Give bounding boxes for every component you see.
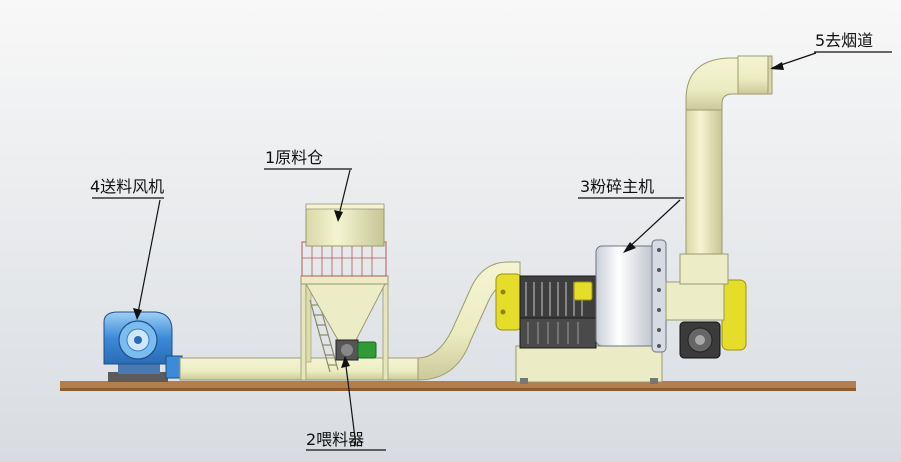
label-blower: 4送料风机 bbox=[90, 177, 165, 196]
feeder bbox=[335, 339, 377, 361]
label-silo: 1原料仓 bbox=[265, 148, 324, 167]
flue-pipe bbox=[679, 55, 773, 285]
label-flue: 5去烟道 bbox=[815, 31, 874, 50]
label-feeder: 2喂料器 bbox=[306, 430, 365, 449]
feed-blower bbox=[103, 311, 183, 382]
leader-arrowheads bbox=[133, 62, 784, 368]
feed-pipe bbox=[179, 261, 521, 381]
crusher-main-unit bbox=[495, 239, 747, 384]
raw-material-silo bbox=[300, 203, 389, 381]
leader-lines bbox=[92, 51, 892, 451]
base-plate bbox=[60, 381, 856, 391]
label-main-mill: 3粉碎主机 bbox=[580, 177, 655, 196]
